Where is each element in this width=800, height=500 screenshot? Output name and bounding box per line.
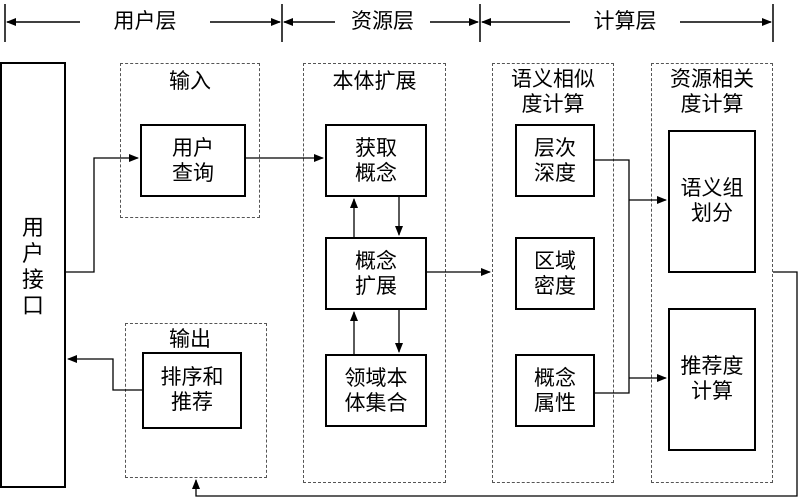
relevance-title: 资源相关 度计算 bbox=[670, 67, 754, 116]
ontology-group bbox=[303, 63, 446, 483]
concept-expand-box[interactable]: 概念 扩展 bbox=[325, 237, 427, 310]
region-density-label: 区域 密度 bbox=[534, 249, 576, 298]
input-title: 输入 bbox=[169, 69, 211, 93]
semantic-grouping-label: 语义组 划分 bbox=[680, 176, 744, 225]
domain-ontology-set-label: 领域本 体集合 bbox=[344, 366, 408, 415]
acquire-concept-label: 获取 概念 bbox=[355, 136, 397, 185]
compute-layer-label: 计算层 bbox=[593, 9, 657, 33]
recommend-degree-box[interactable]: 推荐度 计算 bbox=[668, 308, 756, 451]
user-query-box[interactable]: 用户 查询 bbox=[140, 124, 246, 197]
hierarchy-depth-box[interactable]: 层次 深度 bbox=[515, 124, 595, 197]
similarity-title: 语义相似 度计算 bbox=[511, 67, 595, 116]
similarity-group bbox=[492, 63, 614, 483]
output-title: 输出 bbox=[169, 327, 211, 351]
output-group bbox=[125, 323, 267, 478]
concept-attribute-label: 概念 属性 bbox=[534, 366, 576, 415]
semantic-grouping-box[interactable]: 语义组 划分 bbox=[668, 130, 756, 273]
hierarchy-depth-label: 层次 深度 bbox=[534, 136, 576, 185]
input-group bbox=[120, 63, 260, 218]
user-interface-box[interactable]: 用 户 接 口 bbox=[0, 62, 66, 488]
user-query-label: 用户 查询 bbox=[172, 136, 214, 185]
domain-ontology-set-box[interactable]: 领域本 体集合 bbox=[325, 354, 427, 427]
rank-recommend-label: 排序和 推荐 bbox=[160, 365, 224, 414]
ontology-title: 本体扩展 bbox=[332, 69, 417, 93]
user-layer-label: 用户层 bbox=[113, 9, 177, 33]
region-density-box[interactable]: 区域 密度 bbox=[515, 237, 595, 310]
user-interface-label: 用 户 接 口 bbox=[21, 216, 44, 319]
recommend-degree-label: 推荐度 计算 bbox=[680, 354, 744, 403]
concept-expand-label: 概念 扩展 bbox=[355, 249, 397, 298]
resource-layer-label: 资源层 bbox=[351, 9, 414, 33]
rank-recommend-box[interactable]: 排序和 推荐 bbox=[142, 352, 242, 429]
concept-attribute-box[interactable]: 概念 属性 bbox=[515, 354, 595, 427]
relevance-group bbox=[651, 63, 773, 483]
acquire-concept-box[interactable]: 获取 概念 bbox=[325, 124, 427, 197]
